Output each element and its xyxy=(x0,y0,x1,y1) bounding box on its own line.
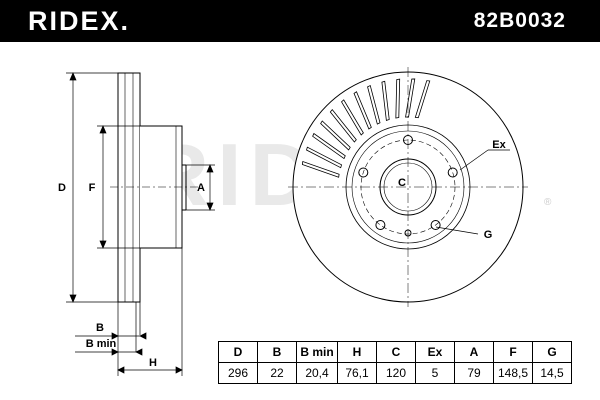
label-Ex: Ex xyxy=(492,139,506,151)
spec-header: G xyxy=(532,341,572,363)
specs-table: D B B min H C Ex A F G 296 22 20,4 76,1 … xyxy=(218,341,572,384)
cooling-vane xyxy=(306,146,343,169)
bolt-hole xyxy=(447,167,458,178)
brand-logo: RIDEX. xyxy=(28,6,131,36)
leader-Ex xyxy=(459,149,489,171)
cooling-vane xyxy=(320,120,351,151)
cooling-vanes xyxy=(301,78,431,178)
disc-outline xyxy=(117,72,141,303)
spec-value: 148,5 xyxy=(493,362,533,384)
label-H: H xyxy=(149,357,157,369)
spec-value: 5 xyxy=(415,362,455,384)
spec-header: Ex xyxy=(415,341,455,363)
label-B-min: B min xyxy=(86,338,117,350)
label-D: D xyxy=(58,182,66,194)
brake-disc-drawing: RIDEX ® xyxy=(58,67,552,376)
spec-value: 79 xyxy=(454,362,494,384)
watermark-registered-mark: ® xyxy=(544,197,552,208)
cooling-vane xyxy=(329,109,357,143)
spec-value: 120 xyxy=(376,362,416,384)
cooling-vane xyxy=(381,80,390,121)
spec-header: B xyxy=(257,341,297,363)
cooling-vane xyxy=(301,161,340,178)
spec-header: A xyxy=(454,341,494,363)
spec-header: B min xyxy=(296,341,338,363)
dimension-lines xyxy=(66,72,215,376)
cooling-vane xyxy=(353,91,372,130)
spec-value: 20,4 xyxy=(296,362,338,384)
spec-header: D xyxy=(218,341,258,363)
bolt-hole xyxy=(375,220,386,230)
bolt-hole xyxy=(430,220,441,230)
cooling-vane xyxy=(341,99,364,136)
label-F: F xyxy=(89,182,96,194)
specs-value-row: 296 22 20,4 76,1 120 5 79 148,5 14,5 xyxy=(218,362,572,384)
header-bar: RIDEX. 82B0032 xyxy=(0,0,600,42)
cooling-vane xyxy=(414,80,431,119)
spec-header: F xyxy=(493,341,533,363)
bolt-hole xyxy=(358,167,369,178)
spec-header: H xyxy=(337,341,377,363)
label-A: A xyxy=(197,182,205,194)
label-B: B xyxy=(96,322,104,334)
specs-header-row: D B B min H C Ex A F G xyxy=(218,341,572,363)
part-number: 82B0032 xyxy=(473,9,566,32)
side-view xyxy=(110,72,200,303)
cooling-vane xyxy=(405,78,416,118)
label-C: C xyxy=(398,177,406,189)
spec-value: 76,1 xyxy=(337,362,377,384)
cooling-vane xyxy=(395,78,401,119)
front-view xyxy=(288,67,528,307)
spec-header: C xyxy=(376,341,416,363)
spec-value: 14,5 xyxy=(532,362,572,384)
spec-value: 296 xyxy=(218,362,258,384)
cooling-vane xyxy=(312,132,346,160)
leader-G xyxy=(435,226,479,235)
label-G: G xyxy=(484,229,493,241)
cooling-vane xyxy=(367,84,381,125)
spec-value: 22 xyxy=(257,362,297,384)
